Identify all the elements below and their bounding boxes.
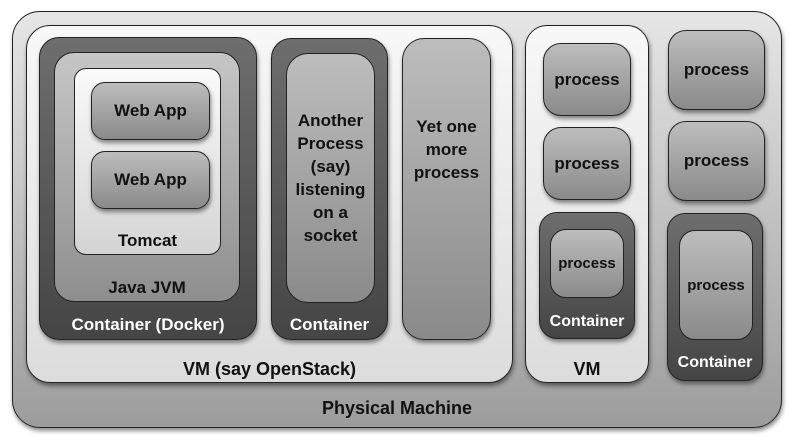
process-label: process (558, 255, 616, 272)
process: process (550, 229, 624, 298)
bare-container-label: Container (677, 354, 753, 371)
process-label: process (687, 276, 745, 294)
java-jvm-label: Java JVM (108, 278, 186, 297)
process: process (543, 43, 631, 116)
web-app: Web App (91, 151, 210, 209)
process: process (543, 127, 631, 200)
docker-container-label: Container (Docker) (71, 315, 225, 334)
vm-container-label: Container (549, 313, 625, 330)
socket-process: Another Process (say) listening on a soc… (286, 53, 375, 303)
socket-process-label: Another Process (say) listening on a soc… (295, 111, 366, 245)
web-app-label: Web App (114, 170, 187, 189)
process-label: process (554, 153, 620, 173)
extra-process: Yet one more process (402, 38, 491, 340)
process: process (668, 30, 765, 110)
vm-openstack-label: VM (say OpenStack) (182, 359, 357, 379)
extra-process-label: Yet one more process (413, 116, 480, 182)
vm-small-label: VM (573, 359, 601, 379)
process: process (679, 230, 753, 340)
web-app-label: Web App (114, 101, 187, 120)
process-label: process (554, 69, 620, 89)
process-label: process (683, 60, 750, 79)
process: process (668, 121, 765, 201)
process-label: process (683, 151, 750, 170)
web-app: Web App (91, 82, 210, 140)
tomcat-label: Tomcat (117, 231, 178, 250)
physical-machine-label: Physical Machine (321, 398, 473, 418)
socket-container-label: Container (289, 315, 370, 334)
